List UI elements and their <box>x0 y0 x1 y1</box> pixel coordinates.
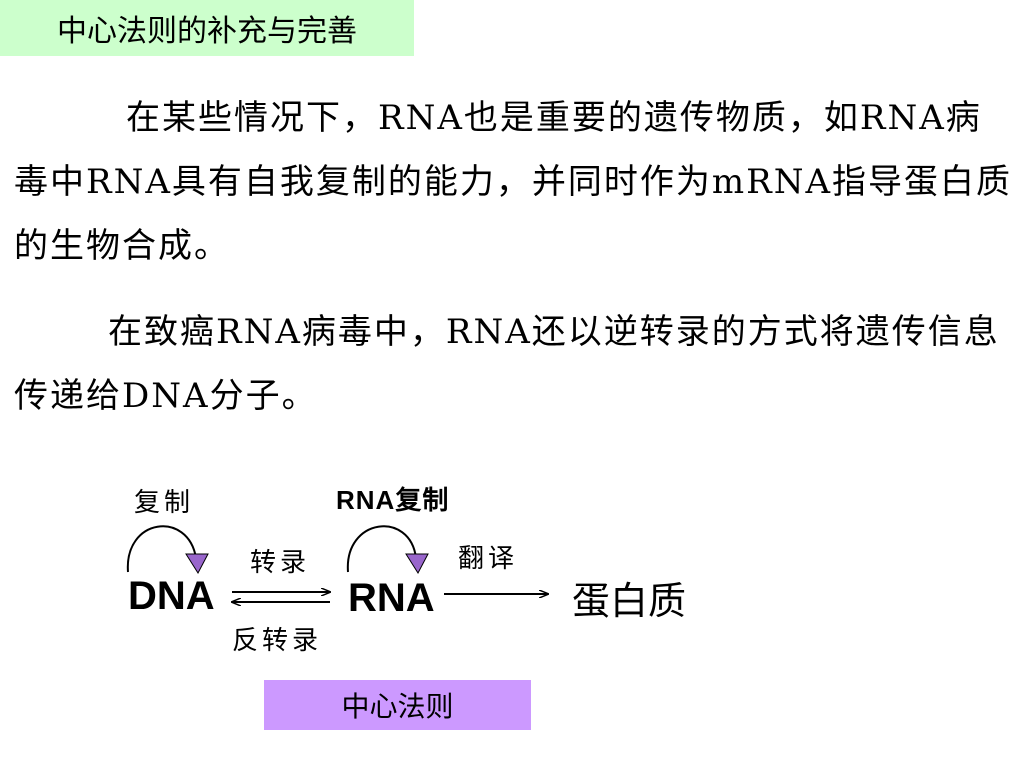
rna-node: RNA <box>348 576 435 620</box>
reverse-transcription-label: 反转录 <box>232 626 323 656</box>
central-dogma-label: 中心法则 <box>264 680 531 730</box>
rna-replication-arrowhead <box>405 553 429 574</box>
paragraph-reverse-transcription: 在致癌RNA病毒中，RNA还以逆转录的方式将遗传信息传递给DNA分子。 <box>14 312 1000 416</box>
translation-label: 翻译 <box>458 544 519 574</box>
dna-replication-loop-arrow <box>126 525 197 573</box>
transcription-label: 转录 <box>250 548 311 578</box>
protein-node: 蛋白质 <box>572 579 687 623</box>
dna-replication-arrowhead <box>185 553 209 574</box>
rna-replication-label: RNA复制 <box>336 485 450 515</box>
dna-node: DNA <box>128 574 215 618</box>
rna-replication-loop-arrow <box>346 525 417 573</box>
dna-replication-label: 复制 <box>134 488 195 518</box>
slide-title: 中心法则的补充与完善 <box>0 0 414 56</box>
paragraph-rna-genetic-material: 在某些情况下，RNA也是重要的遗传物质，如RNA病毒中RNA具有自我复制的能力，… <box>14 98 1013 266</box>
